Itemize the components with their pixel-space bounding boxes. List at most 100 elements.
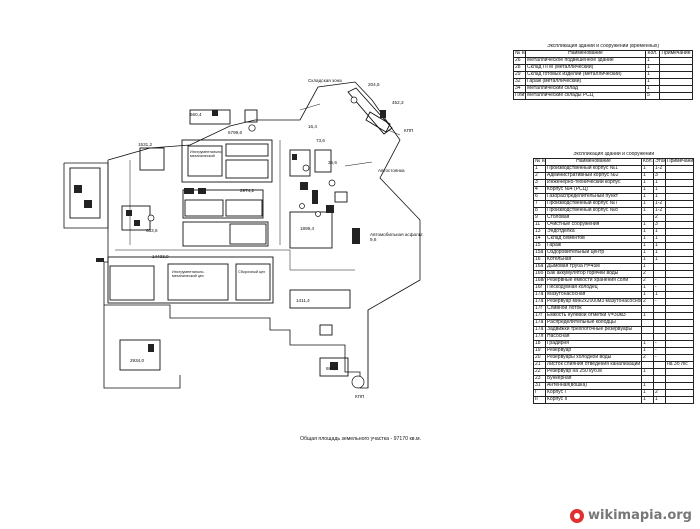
wikimapia-logo-icon	[569, 508, 584, 523]
table-cell: Гараж	[545, 242, 642, 250]
label-area-73: 73,6	[316, 138, 325, 143]
table-cell: 1-2	[653, 165, 666, 173]
table-cell	[664, 270, 695, 278]
table-cell	[658, 57, 694, 65]
table-cell: Котельная	[545, 256, 642, 264]
building-left-1531	[139, 147, 165, 171]
hatch-12	[148, 344, 154, 352]
table-cell	[664, 207, 695, 215]
table-cell: 28	[513, 64, 526, 72]
label-road: Автомобильная асфальт. 9,6	[370, 232, 424, 242]
table-cell: 1	[653, 249, 666, 257]
table-cell	[653, 270, 666, 278]
building-6	[225, 199, 263, 217]
site-plan	[63, 81, 421, 389]
building-3	[289, 149, 311, 177]
table-cell: 17л	[533, 333, 546, 341]
table-cell	[664, 333, 695, 341]
table-cell: 1	[533, 165, 546, 173]
table-cell	[664, 221, 695, 229]
label-area-452: 452,3	[392, 100, 404, 105]
table-cell: 1	[641, 347, 654, 355]
table-cell: Производственный корпус №8	[545, 207, 642, 215]
table-cell: Столовая	[545, 214, 642, 222]
table-cell: -	[653, 340, 666, 348]
hatch-4	[300, 182, 308, 190]
table-cell	[664, 179, 695, 187]
label-area-2974: 2974,2	[240, 188, 255, 193]
building-gate	[334, 191, 348, 203]
table-cell: 1	[645, 71, 660, 79]
table-cell: 11	[533, 221, 546, 229]
table-cell	[653, 263, 666, 271]
table-cell: 22	[533, 368, 546, 376]
table-cell	[658, 71, 694, 79]
building-1-inner-b	[225, 143, 269, 157]
table-cell	[664, 382, 695, 390]
label-parking: Автостоянка	[378, 168, 405, 173]
table-cell: 26	[513, 57, 526, 65]
leader-3	[387, 129, 401, 136]
table-cell: Бак аккумулятор горячей воды	[545, 270, 642, 278]
marker-circle-6	[350, 96, 358, 104]
label-area-560: 560,4	[190, 112, 202, 117]
table-cell: 1	[653, 193, 666, 201]
table-cell: Оздоровительный центр	[545, 249, 642, 257]
table-cell: 2	[641, 270, 654, 278]
table-cell: 3	[653, 172, 666, 180]
hatch-15	[212, 110, 218, 116]
table-cell	[664, 186, 695, 194]
table-cell	[664, 326, 695, 334]
label-area-1531: 1531,2	[138, 142, 153, 147]
building-687	[319, 357, 349, 377]
table-cell	[658, 78, 694, 86]
table-cell: 17а	[533, 298, 546, 306]
table1-title: Экспликация зданий и сооружений (временн…	[547, 44, 660, 50]
building-4	[182, 189, 264, 219]
table-cell: 1	[641, 228, 654, 236]
label-checkpoint-2: КПП	[355, 394, 365, 399]
table-cell	[653, 312, 666, 320]
table-header-cell: Примечание	[658, 50, 694, 58]
table-cell: 1	[641, 179, 654, 187]
table-cell: Задвижки трёхпоточные резервуары	[545, 326, 642, 334]
table-cell: 2	[641, 277, 654, 285]
label-assembly: Сборочный цех	[238, 270, 266, 274]
table-cell: Резервные ёмкости хранения соли	[545, 277, 642, 285]
table-cell	[641, 326, 654, 334]
table-cell	[664, 256, 695, 264]
table-cell	[653, 361, 666, 369]
table-cell: Корпус II	[545, 396, 642, 404]
table-cell	[641, 319, 654, 327]
table-cell: 1	[653, 291, 666, 299]
table-cell: Градирня	[545, 340, 642, 348]
table-cell: 1	[645, 64, 660, 72]
table-cell: 1	[641, 389, 654, 397]
table-cell: Резервуары холодной воды	[545, 354, 642, 362]
table-cell	[664, 347, 695, 355]
marker-circle-5	[351, 375, 365, 389]
table-cell: 1	[645, 78, 660, 86]
table-header-cell: № на пл.	[533, 158, 546, 166]
label-area-35: 35,6	[328, 160, 337, 165]
table-cell	[658, 64, 694, 72]
hatch-16	[96, 258, 104, 262]
building-8-b	[167, 263, 229, 301]
table-cell: 2	[641, 298, 654, 306]
label-area-633: 633,6	[146, 228, 158, 233]
building-left-633	[121, 205, 151, 231]
table-cell	[641, 305, 654, 313]
table-cell: 32	[513, 78, 526, 86]
table-cell: -	[653, 298, 666, 306]
